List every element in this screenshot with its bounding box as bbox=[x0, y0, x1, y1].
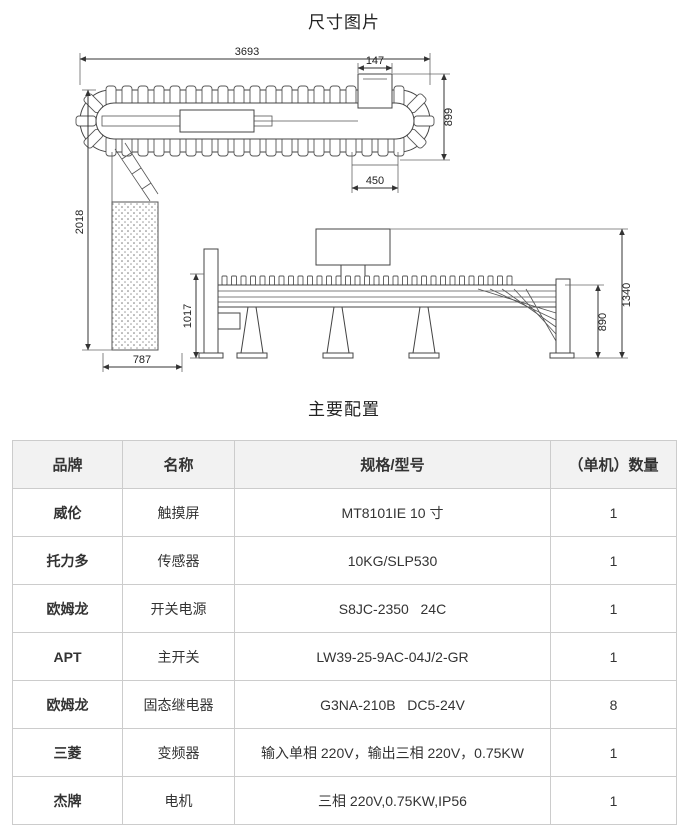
dimensions-title: 尺寸图片 bbox=[308, 13, 380, 32]
cell-qty: 1 bbox=[550, 776, 677, 825]
side-carriers bbox=[221, 275, 513, 286]
cell-qty: 1 bbox=[550, 536, 677, 585]
cell-qty: 1 bbox=[550, 632, 677, 681]
dim-drop-height: 2018 bbox=[74, 210, 86, 234]
dimensions: 3693 147 899 450 2018 bbox=[74, 46, 633, 372]
config-title: 主要配置 bbox=[308, 400, 380, 419]
dim-base-width: 787 bbox=[133, 354, 151, 366]
cell-qty: 1 bbox=[550, 584, 677, 633]
dim-overall-width: 899 bbox=[443, 108, 455, 126]
cell-name: 电机 bbox=[122, 776, 235, 825]
cell-name: 触摸屏 bbox=[122, 488, 235, 537]
column-header: 名称 bbox=[122, 440, 235, 489]
cell-spec: 三相 220V,0.75KW,IP56 bbox=[234, 776, 551, 825]
cell-spec: S8JC-2350 24C bbox=[234, 584, 551, 633]
drop-column bbox=[111, 142, 159, 351]
cell-brand: 托力多 bbox=[12, 536, 123, 585]
column-header: 规格/型号 bbox=[234, 440, 551, 489]
dim-overall-height: 1340 bbox=[621, 283, 633, 307]
dim-belt-height: 890 bbox=[597, 313, 609, 331]
cell-spec: LW39-25-9AC-04J/2-GR bbox=[234, 632, 551, 681]
cell-brand: 威伦 bbox=[12, 488, 123, 537]
top-view bbox=[75, 73, 435, 193]
side-view bbox=[198, 228, 575, 359]
cell-name: 固态继电器 bbox=[122, 680, 235, 729]
column-header: 品牌 bbox=[12, 440, 123, 489]
table-header-row: 品牌名称规格/型号（单机）数量 bbox=[12, 440, 677, 489]
cell-name: 变频器 bbox=[122, 728, 235, 777]
dim-infeed-height: 1017 bbox=[182, 304, 194, 328]
cell-spec: G3NA-210B DC5-24V bbox=[234, 680, 551, 729]
cell-qty: 1 bbox=[550, 728, 677, 777]
dim-infeed-width: 147 bbox=[366, 55, 384, 67]
cell-spec: 输入单相 220V，输出三相 220V，0.75KW bbox=[234, 728, 551, 777]
dim-overall-length: 3693 bbox=[235, 46, 259, 58]
cell-name: 主开关 bbox=[122, 632, 235, 681]
cell-brand: 杰牌 bbox=[12, 776, 123, 825]
cell-brand: 欧姆龙 bbox=[12, 584, 123, 633]
cell-brand: 三菱 bbox=[12, 728, 123, 777]
dimension-drawing: 3693 147 899 450 2018 bbox=[0, 37, 688, 387]
dim-outlet-width: 450 bbox=[366, 175, 384, 187]
cell-spec: 10KG/SLP530 bbox=[234, 536, 551, 585]
cell-brand: 欧姆龙 bbox=[12, 680, 123, 729]
machine-legs bbox=[236, 306, 440, 359]
cell-qty: 1 bbox=[550, 488, 677, 537]
column-header: （单机）数量 bbox=[550, 440, 677, 489]
dimension-drawing-svg: 3693 147 899 450 2018 bbox=[74, 46, 633, 372]
cell-qty: 8 bbox=[550, 680, 677, 729]
cell-name: 传感器 bbox=[122, 536, 235, 585]
cell-brand: APT bbox=[12, 632, 123, 681]
cell-name: 开关电源 bbox=[122, 584, 235, 633]
cell-spec: MT8101IE 10 寸 bbox=[234, 488, 551, 537]
